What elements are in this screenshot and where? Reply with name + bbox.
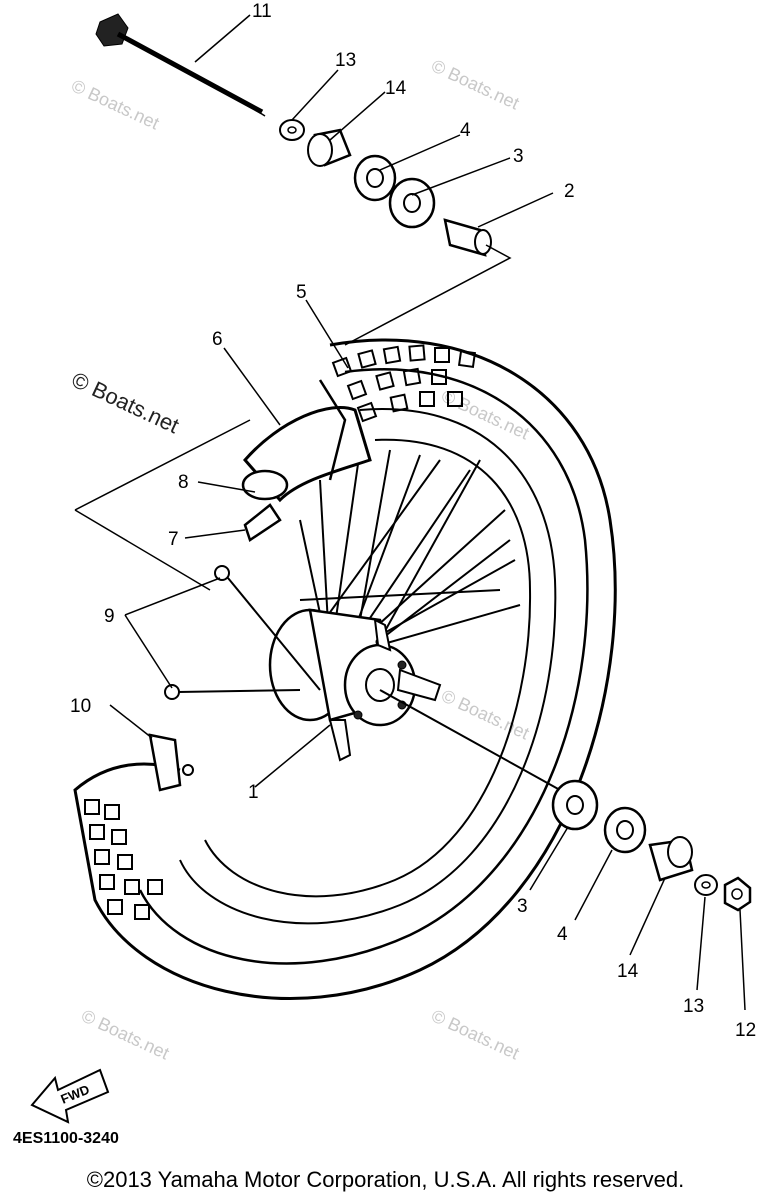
forward-arrow-icon: FWD (30, 1068, 110, 1124)
watermark-text: © Boats.net (438, 685, 532, 743)
callouts: 11 13 14 4 3 2 5 6 8 7 9 10 1 3 4 14 13 … (70, 1, 756, 1041)
watermark-text: © Boats.net (78, 1005, 172, 1063)
rim-band (243, 503, 282, 542)
collar-bottom (694, 874, 718, 896)
copyright-notice: ©2013 Yamaha Motor Corporation, U.S.A. A… (86, 1167, 685, 1192)
rim-lock-nut (182, 764, 194, 776)
front-tire (73, 338, 617, 1000)
watermark-text: © Boats.net (428, 55, 522, 113)
collar-top (279, 119, 305, 141)
front-axle (95, 13, 266, 117)
spacer-bottom (648, 836, 694, 882)
watermark-text: © Boats.net (428, 1005, 522, 1063)
bearing-top-4 (353, 154, 397, 202)
callout-7: 7 (168, 529, 179, 550)
bearing-bottom-3 (551, 779, 599, 831)
watermark-text: © Boats.net (68, 75, 162, 133)
spokes (299, 449, 521, 661)
watermark-text: © Boats.net (68, 367, 183, 438)
inner-tube (241, 379, 372, 503)
callout-14-top: 14 (385, 78, 407, 99)
callout-8: 8 (178, 472, 189, 493)
callout-9: 9 (104, 606, 115, 627)
diagram-code: 4ES1100-3240 (13, 1130, 119, 1147)
callout-4-bottom: 4 (557, 924, 568, 945)
spoke-nipples (164, 565, 321, 700)
callout-6: 6 (212, 329, 223, 350)
callout-13-bottom: 13 (683, 996, 704, 1017)
callout-2: 2 (564, 181, 575, 202)
rim-lock (148, 733, 182, 792)
callout-1: 1 (248, 782, 259, 803)
axle-nut (723, 876, 752, 912)
callout-14-bottom: 14 (617, 961, 639, 982)
hub (268, 608, 442, 762)
bearing-bottom-4 (603, 806, 647, 854)
spacer-2 (443, 218, 492, 257)
callout-3-bottom: 3 (517, 896, 528, 917)
callout-11: 11 (252, 1, 272, 22)
axle-centerline (379, 689, 561, 791)
callout-12: 12 (735, 1020, 756, 1041)
callout-4-top: 4 (460, 120, 471, 141)
callout-10: 10 (70, 696, 91, 717)
callout-3-top: 3 (513, 146, 524, 167)
callout-5: 5 (296, 282, 307, 303)
watermarks: © Boats.net © Boats.net © Boats.net © Bo… (68, 55, 532, 1063)
spacer-top (307, 128, 352, 167)
callout-13-top: 13 (335, 50, 356, 71)
bearing-top-3 (388, 177, 436, 229)
leader-lines (74, 14, 746, 1011)
